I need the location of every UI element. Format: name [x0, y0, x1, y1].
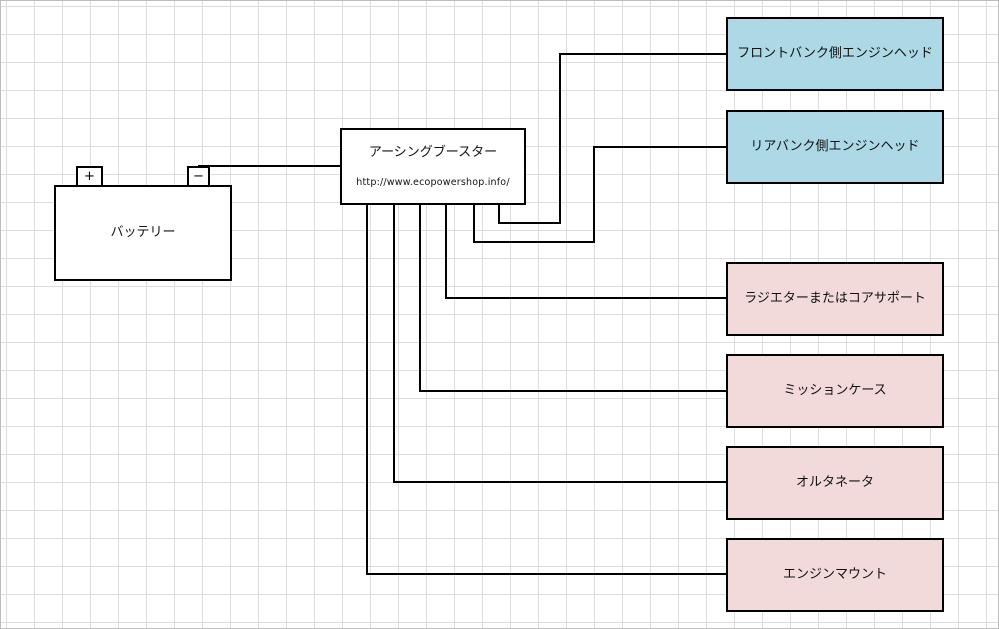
wire-engine-mount	[366, 204, 727, 575]
battery-label: バッテリー	[110, 225, 176, 241]
battery-plus-terminal: +	[76, 166, 103, 187]
target-front-bank-engine-head: フロントバンク側エンジンヘッド	[726, 17, 944, 91]
target-radiator-core-support: ラジエターまたはコアサポート	[726, 262, 944, 336]
wire-alternator	[393, 204, 727, 483]
target-label: オルタネータ	[795, 475, 874, 491]
wire-mission-case	[419, 204, 727, 392]
earthing-booster-box: アーシングブースター http://www.ecopowershop.info/	[340, 128, 526, 205]
target-label: エンジンマウント	[782, 567, 887, 583]
target-engine-mount: エンジンマウント	[726, 538, 944, 612]
booster-label: アーシングブースター	[368, 144, 498, 160]
battery-box: バッテリー	[54, 185, 232, 281]
target-label: リアバンク側エンジンヘッド	[750, 139, 920, 155]
target-label: ラジエターまたはコアサポート	[744, 291, 926, 307]
wire-front-bank-engine-head	[498, 53, 727, 224]
target-label: ミッションケース	[783, 383, 887, 399]
target-mission-case: ミッションケース	[726, 354, 944, 428]
target-label: フロントバンク側エンジンヘッド	[737, 46, 933, 62]
target-rear-bank-engine-head: リアバンク側エンジンヘッド	[726, 110, 944, 184]
booster-url: http://www.ecopowershop.info/	[356, 177, 510, 189]
target-alternator: オルタネータ	[726, 446, 944, 520]
battery-minus-label: −	[193, 169, 204, 184]
battery-plus-label: +	[84, 169, 95, 184]
battery-minus-terminal: −	[187, 166, 210, 187]
wire-radiator-core-support	[445, 204, 727, 299]
